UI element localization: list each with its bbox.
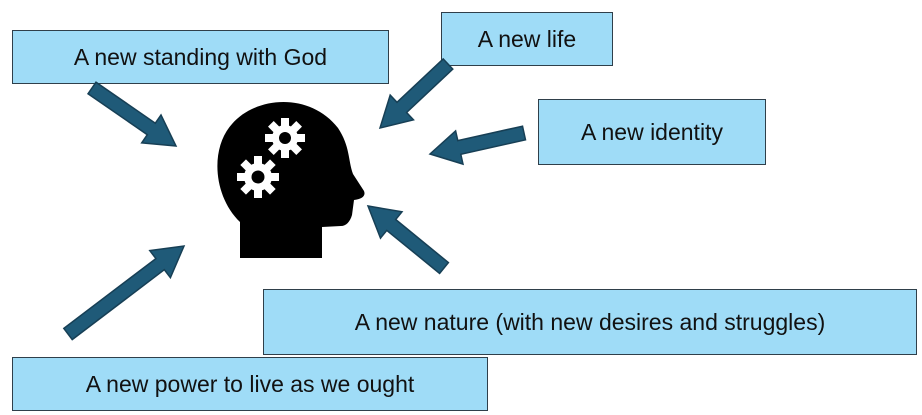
arrow-layer — [62, 57, 527, 341]
arrow-from-nature — [366, 205, 450, 275]
arrow-from-identity — [428, 125, 527, 166]
gear-lower-icon — [237, 156, 279, 198]
arrow-from-standing — [86, 81, 178, 147]
label-new-power: A new power to live as we ought — [12, 357, 488, 411]
label-new-standing-with-god: A new standing with God — [12, 30, 389, 84]
label-new-identity: A new identity — [538, 99, 766, 165]
gear-upper-icon — [265, 118, 305, 158]
label-new-standing-with-god-text: A new standing with God — [73, 43, 328, 70]
label-new-identity-text: A new identity — [581, 118, 723, 145]
label-new-power-text: A new power to live as we ought — [85, 370, 415, 397]
head-silhouette — [217, 102, 365, 258]
label-new-life-text: A new life — [477, 25, 577, 52]
label-new-nature-text: A new nature (with new desires and strug… — [354, 308, 826, 335]
arrow-from-life — [378, 57, 454, 130]
label-new-nature: A new nature (with new desires and strug… — [263, 289, 917, 355]
head-with-gears-icon — [217, 102, 365, 258]
arrow-from-power — [62, 245, 186, 341]
label-new-life: A new life — [441, 12, 613, 66]
